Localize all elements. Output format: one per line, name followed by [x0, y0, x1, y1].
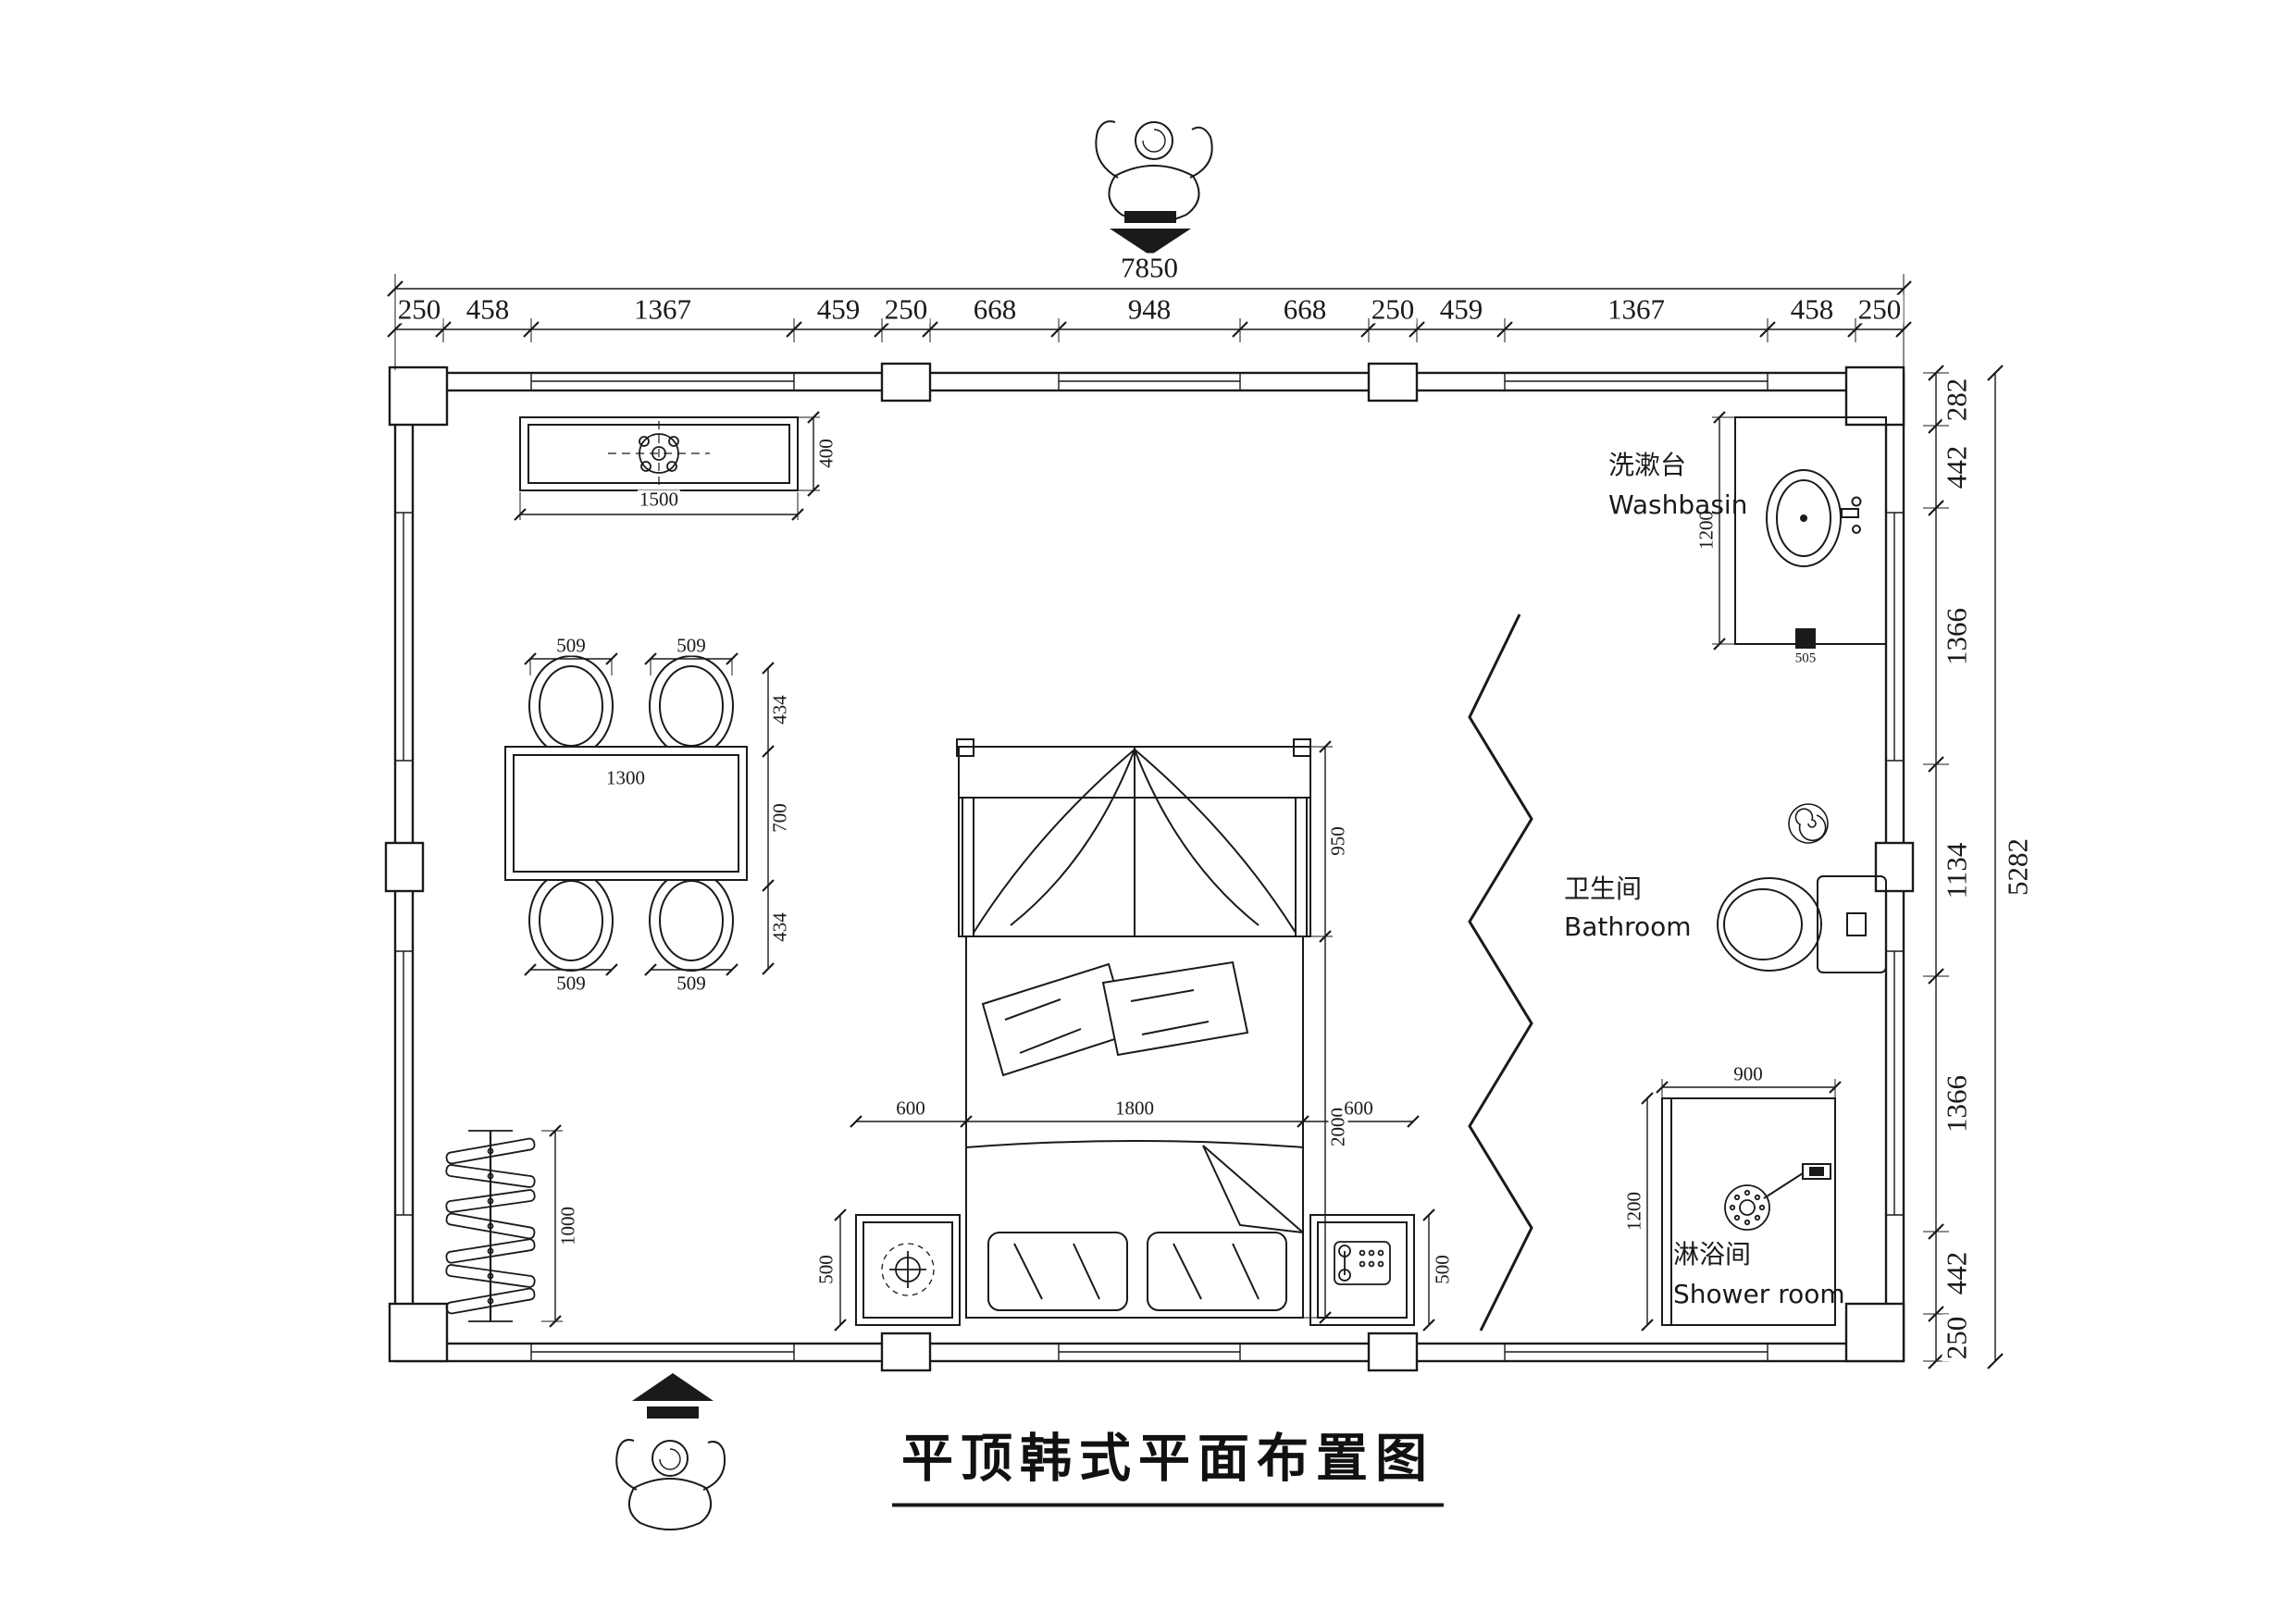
floor-drain-icon: [1788, 803, 1829, 844]
telephone-icon: [1334, 1241, 1391, 1285]
room-label-washbasin-en: Washbasin: [1608, 489, 1748, 520]
wardrobe: [445, 1130, 536, 1322]
dim-dining-depth-2: 434: [768, 911, 791, 944]
dim-right-seg-2: 1366: [1940, 606, 1973, 667]
dim-washbasin-offset: 505: [1793, 650, 1818, 666]
partition-zigzag: [1468, 613, 1533, 1332]
dim-nightstand-left: 500: [814, 1253, 838, 1286]
dim-shower-depth: 1200: [1622, 1190, 1645, 1233]
dim-tv-width: 1500: [638, 488, 680, 511]
ceiling-lamp-icon: [608, 421, 710, 486]
person-top-icon: [1095, 120, 1213, 223]
dim-right-seg-0: 282: [1940, 376, 1973, 424]
dim-top-seg-6: 948: [1125, 292, 1173, 326]
person-bottom-icon: [615, 1439, 726, 1530]
dim-top-seg-7: 668: [1281, 292, 1329, 326]
dim-bed-canopy: 950: [1326, 824, 1349, 858]
shower-head-icon: [1724, 1184, 1770, 1231]
dim-right-total: 5282: [2001, 836, 2034, 898]
nightstand-left: [855, 1214, 961, 1326]
dim-bed-width-2: 600: [1342, 1096, 1375, 1120]
dim-top-seg-4: 250: [882, 292, 930, 326]
dim-dining-depth-1: 700: [768, 801, 791, 835]
shower-enclosure: [1661, 1097, 1836, 1326]
table-lamp-icon: [881, 1243, 935, 1296]
dim-table-width: 1300: [604, 766, 647, 789]
dim-top-seg-0: 250: [395, 292, 443, 326]
dim-dining-depth-0: 434: [768, 693, 791, 726]
dim-chair-2: 509: [554, 972, 588, 995]
dim-wardrobe-length: 1000: [556, 1205, 579, 1247]
dim-top-seg-1: 458: [464, 292, 512, 326]
room-label-washbasin-zh: 洗漱台: [1608, 450, 1687, 480]
dim-right-seg-4: 1366: [1940, 1073, 1973, 1134]
dim-top-seg-2: 1367: [632, 292, 693, 326]
dim-right-seg-5: 442: [1940, 1249, 1973, 1297]
washbasin-counter: [1734, 416, 1887, 649]
dim-top-seg-12: 250: [1855, 292, 1904, 326]
bed: [956, 738, 1311, 1319]
entry-arrow-bottom: [632, 1373, 714, 1419]
dimension-ticks: [387, 280, 2004, 1369]
nightstand-right: [1309, 1214, 1415, 1326]
dim-top-seg-10: 1367: [1606, 292, 1667, 326]
dim-chair-3: 509: [675, 972, 708, 995]
dim-top-total: 7850: [1119, 251, 1180, 284]
dim-bed-width-0: 600: [894, 1096, 927, 1120]
dim-chair-1: 509: [675, 634, 708, 657]
room-label-shower-zh: 淋浴间: [1673, 1239, 1752, 1270]
room-label-bathroom-en: Bathroom: [1564, 911, 1692, 942]
dim-top-seg-3: 459: [814, 292, 863, 326]
dim-right-seg-1: 442: [1940, 443, 1973, 491]
dim-nightstand-right: 500: [1431, 1253, 1454, 1286]
dim-top-seg-11: 458: [1788, 292, 1836, 326]
columns: [384, 362, 1915, 1372]
room-label-shower-en: Shower room: [1673, 1279, 1845, 1309]
dim-right-seg-3: 1134: [1940, 840, 1973, 901]
dim-right-seg-6: 250: [1940, 1314, 1973, 1362]
dim-top-seg-9: 459: [1437, 292, 1485, 326]
dining-set: [504, 655, 748, 972]
dim-chair-0: 509: [554, 634, 588, 657]
dim-top-seg-8: 250: [1369, 292, 1417, 326]
windows: [395, 373, 1904, 1361]
dim-top-seg-5: 668: [971, 292, 1019, 326]
dim-tv-depth: 400: [814, 437, 838, 470]
toilet: [1717, 875, 1887, 973]
dim-shower-width: 900: [1731, 1062, 1765, 1085]
room-label-bathroom-zh: 卫生间: [1564, 873, 1643, 904]
dim-bed-width-1: 1800: [1113, 1096, 1156, 1120]
plan-title: 平顶韩式平面布置图: [892, 1418, 1444, 1507]
